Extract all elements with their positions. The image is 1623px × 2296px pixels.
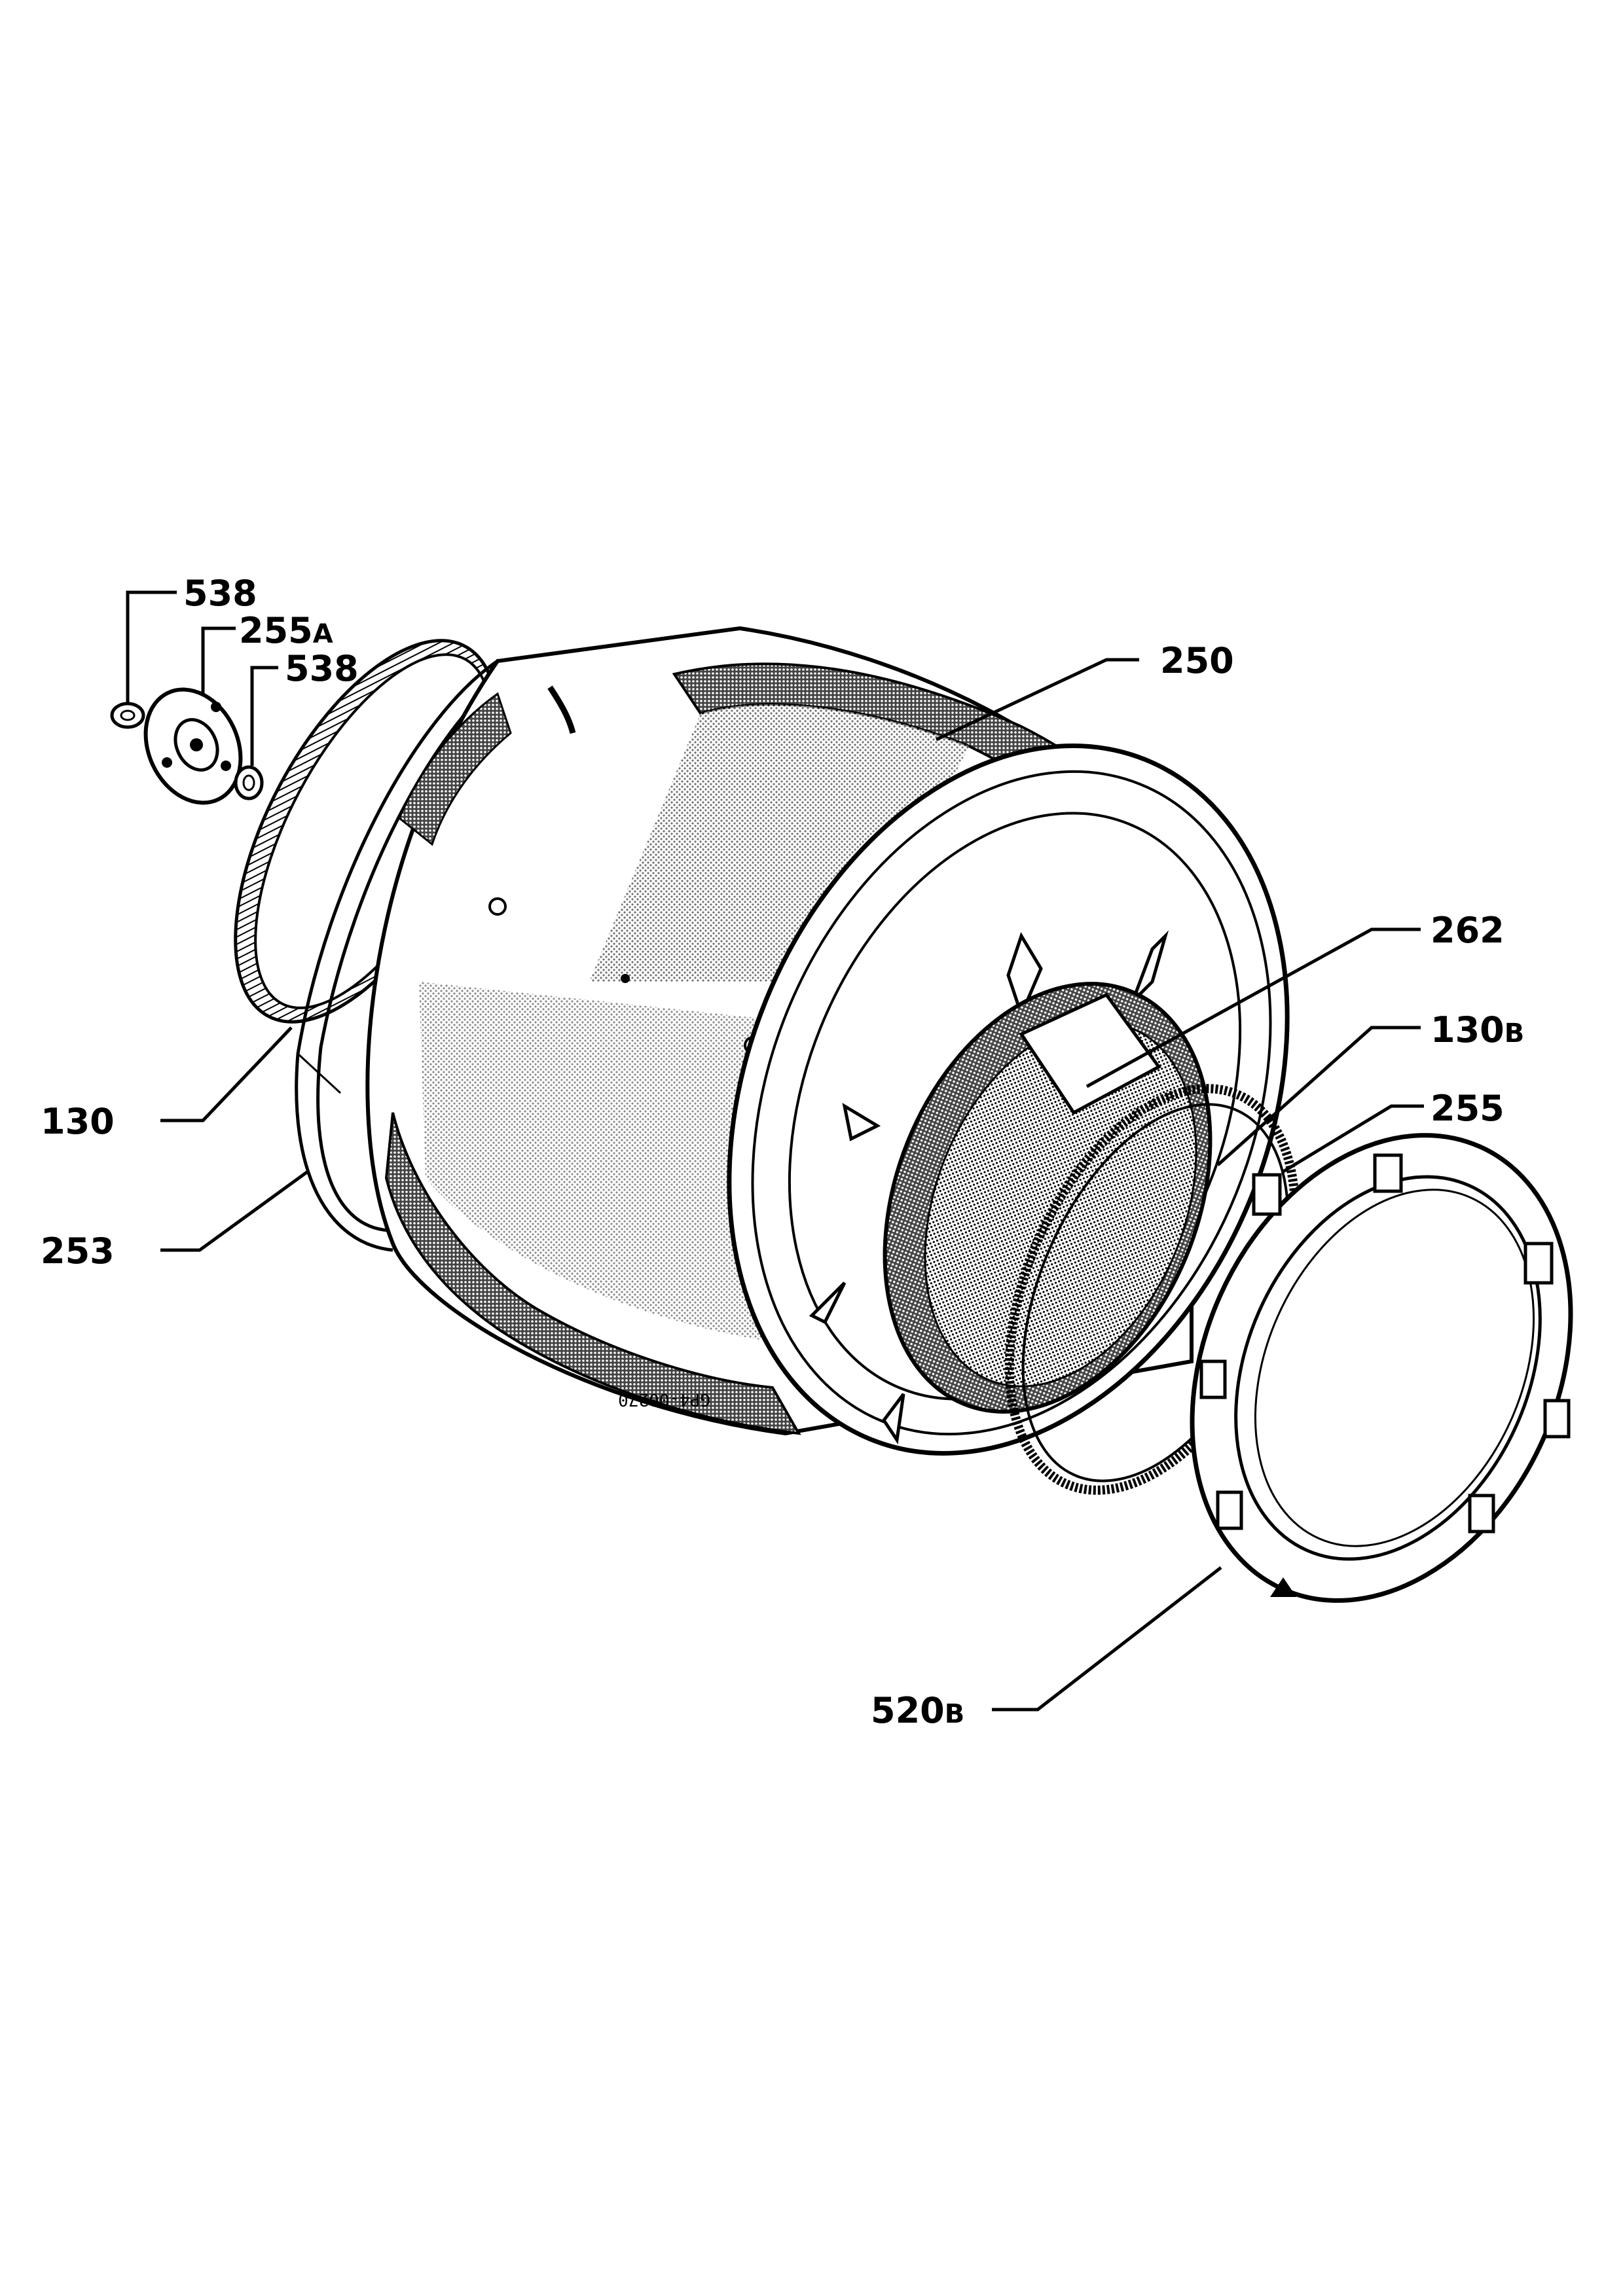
leader-lines	[126, 590, 1424, 1712]
label-130: 130	[41, 1101, 115, 1142]
drum-body-250	[365, 626, 1290, 1456]
front-ring-assembly-255	[1190, 1133, 1573, 1603]
rear-gasket-130	[234, 639, 500, 1024]
label-253: 253	[41, 1230, 115, 1272]
label-250: 250	[1160, 640, 1234, 681]
label-255A: 255A	[239, 610, 333, 651]
label-255: 255	[1431, 1088, 1504, 1129]
washer-538-top	[110, 702, 145, 729]
bearing-hub-255A	[143, 687, 243, 805]
label-262: 262	[1431, 910, 1504, 951]
washer-538-bottom	[234, 765, 264, 800]
baffle-262	[1019, 992, 1161, 1115]
drawing-reference-stamp: GP4-00270	[618, 1390, 710, 1409]
label-538-bottom: 538	[285, 648, 359, 689]
part-labels: 538 255A 538 250 262 130B 255 130 253 52…	[41, 573, 1524, 1731]
label-538-top: 538	[183, 573, 257, 614]
label-130B: 130B	[1431, 1009, 1524, 1050]
label-520B: 520B	[871, 1690, 964, 1731]
